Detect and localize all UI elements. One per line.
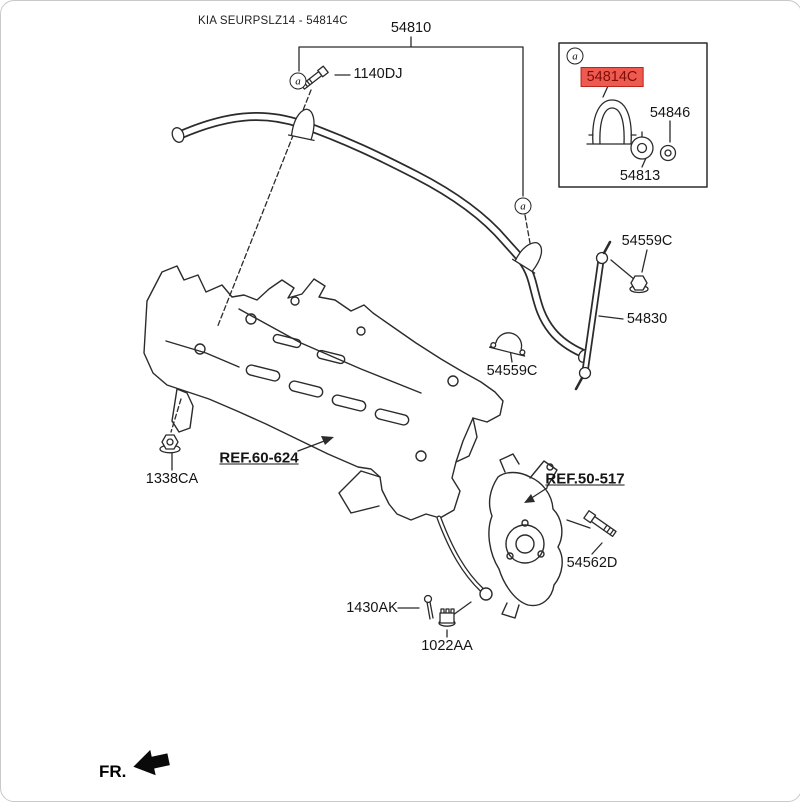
leader-lines (171, 36, 671, 638)
callout-a-marker-inset: a (566, 47, 584, 65)
part-label-1430ak[interactable]: 1430AK (346, 600, 398, 616)
inset-bushing-drawing (630, 131, 654, 160)
fr-arrow-icon (133, 749, 170, 776)
part-label-54846[interactable]: 54846 (649, 105, 691, 121)
callout-a-marker: a (289, 72, 307, 90)
catalog-title: KIA SEURPSLZ14 - 54814C (198, 15, 348, 27)
ref-link-50-517[interactable]: REF.50-517 (545, 470, 625, 488)
part-label-54559c-upper[interactable]: 54559C (621, 233, 673, 249)
link-nut-icon (629, 275, 649, 294)
cotter-pin-icon (423, 594, 434, 620)
knuckle-drawing (436, 453, 563, 619)
part-label-54559c-lower[interactable]: 54559C (486, 363, 538, 379)
stabilizer-link-drawing (574, 240, 612, 391)
inset-stopper-drawing (659, 144, 677, 162)
part-label-1338ca[interactable]: 1338CA (145, 471, 199, 487)
ref-arrows (297, 436, 548, 503)
part-label-54810[interactable]: 54810 (390, 20, 432, 36)
callout-a-marker: a (514, 197, 532, 215)
front-direction-label: FR. (99, 762, 127, 781)
inset-clamp-drawing (586, 99, 638, 145)
bolt-icon-1140dj (300, 65, 329, 90)
part-label-1022aa[interactable]: 1022AA (421, 638, 473, 654)
ref-link-60-624[interactable]: REF.60-624 (219, 449, 299, 467)
part-label-54562d[interactable]: 54562D (566, 555, 618, 571)
bar-bracket-drawing (488, 332, 526, 357)
castle-nut-icon (438, 608, 456, 627)
nut-icon-1338ca (159, 434, 181, 454)
stabilizer-bar-drawing (171, 108, 591, 363)
crossmember-drawing (143, 265, 504, 521)
part-label-54813[interactable]: 54813 (619, 168, 661, 184)
bolt-icon-54562d (583, 510, 617, 538)
part-label-54814c-highlighted[interactable]: 54814C (580, 67, 644, 87)
part-label-54830[interactable]: 54830 (626, 311, 668, 327)
inset-detail-box (558, 42, 708, 188)
part-label-1140dj[interactable]: 1140DJ (353, 66, 403, 82)
